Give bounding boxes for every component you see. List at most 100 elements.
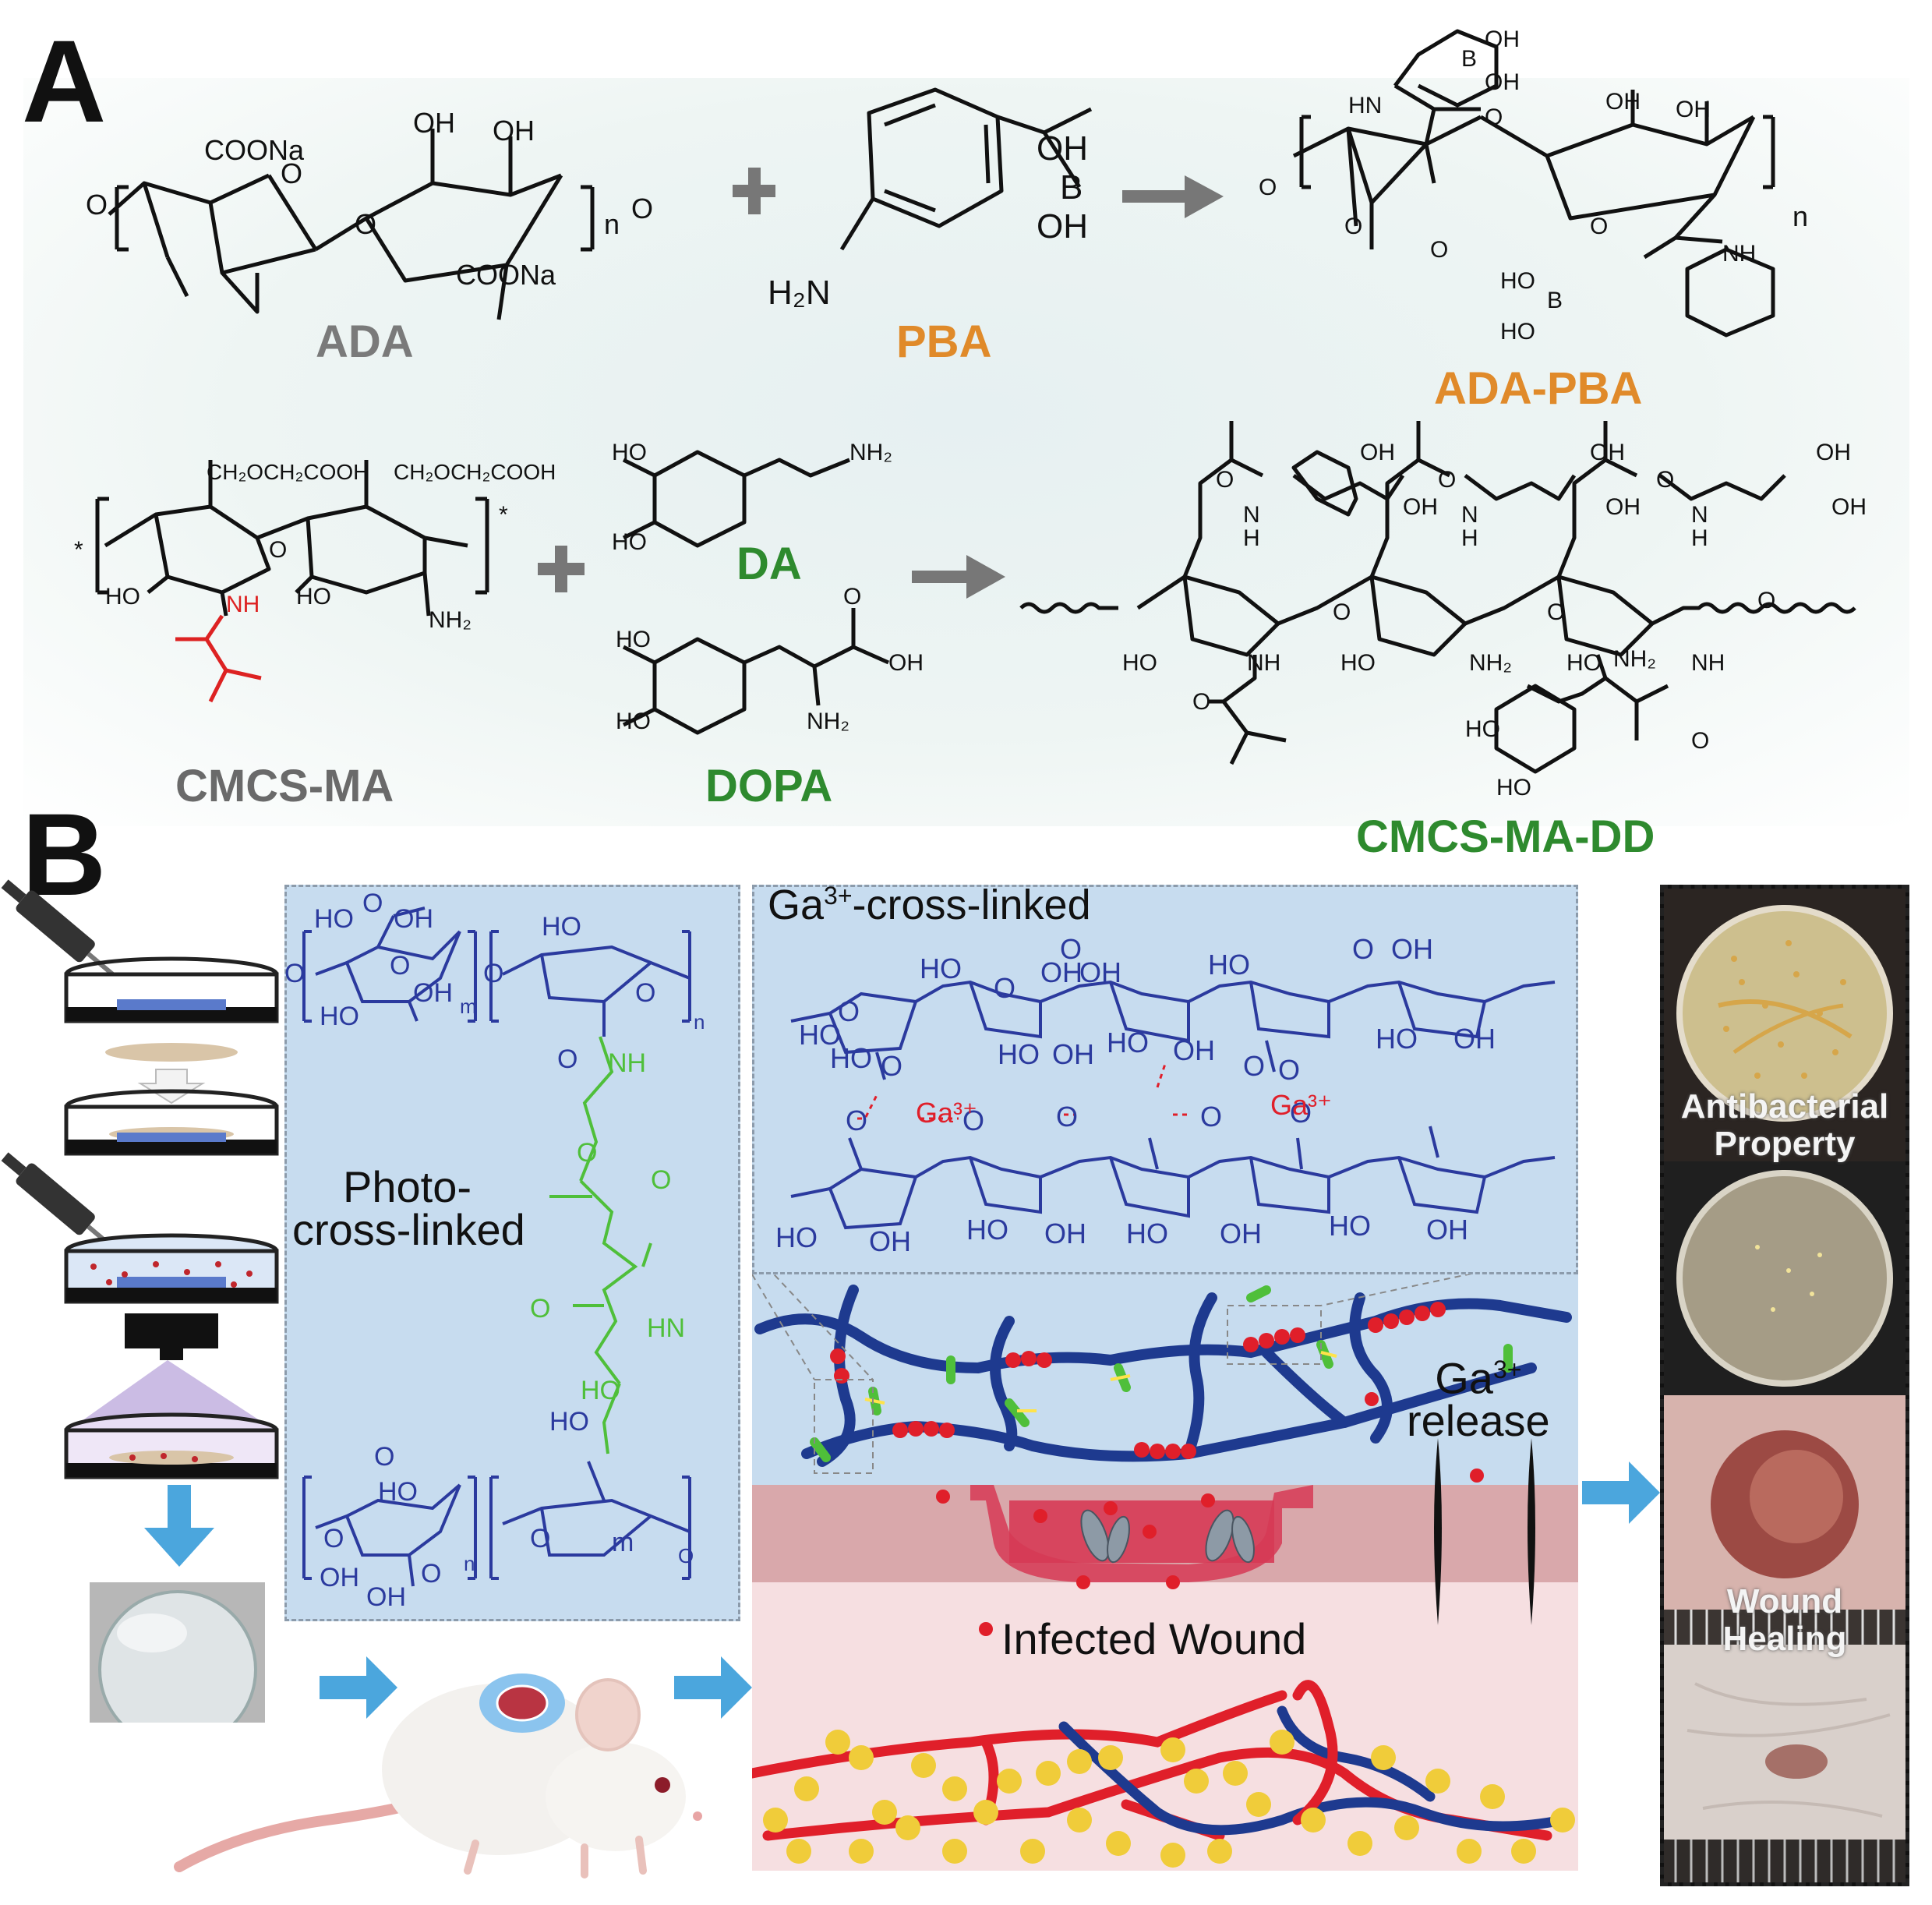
dd-label-o-5: O xyxy=(1547,599,1565,625)
photo-label-o-8: O xyxy=(651,1165,671,1195)
dd-label-oh-2: OH xyxy=(1403,494,1438,520)
photo-label-o-3: O xyxy=(284,959,305,988)
hair-icon xyxy=(1528,1438,1535,1625)
dd-label-ho-5: HO xyxy=(1496,775,1531,801)
ada-label-coona-1: COONa xyxy=(204,134,305,166)
dd-label-n-3: N xyxy=(1691,502,1708,528)
ga-label-o-2: O xyxy=(1352,933,1374,965)
right-arrow-icon xyxy=(1582,1461,1660,1524)
cmcs-ma-dd-structure xyxy=(1019,421,1856,774)
ga-label-o-1: O xyxy=(1060,933,1082,965)
ga-release-label: Ga3+ release xyxy=(1407,1348,1550,1442)
hair-icon xyxy=(1434,1438,1442,1625)
dd-label-nh2-1: NH₂ xyxy=(1469,650,1512,676)
ga-label-o-3: O xyxy=(838,995,860,1027)
ga-title-element: Ga xyxy=(768,882,825,928)
ga-title-rest: -cross-linked xyxy=(852,882,1091,928)
dopa-label-o: O xyxy=(843,584,861,610)
adapba-label-o-4: O xyxy=(1344,214,1362,239)
pba-label-b: B xyxy=(1060,168,1083,207)
ga-label-ho-7: HO xyxy=(1376,1023,1418,1055)
dd-label-ho-4: HO xyxy=(1465,716,1500,742)
ga-label-ho-2: HO xyxy=(1208,949,1250,981)
ga-label-oh-4: OH xyxy=(1052,1038,1094,1070)
dd-label-oh-4: OH xyxy=(1605,494,1641,520)
ga-label-o-4: O xyxy=(994,972,1015,1004)
cmcs-label-nh2: NH₂ xyxy=(429,607,472,633)
ga-label-o-11: O xyxy=(1200,1101,1222,1133)
ga-label-o-7: O xyxy=(1278,1054,1300,1086)
photo-label-o-4: O xyxy=(483,959,503,988)
ga-label-oh-1: OH xyxy=(1079,956,1121,988)
photo-label-n-2: O xyxy=(678,1544,694,1567)
pba-name: PBA xyxy=(896,316,992,367)
hydrogel-network-scene xyxy=(752,1274,1575,1868)
mouse-illustration xyxy=(174,1674,702,1878)
ada-label-coona-2: COONa xyxy=(456,259,556,291)
right-arrow-icon xyxy=(674,1656,752,1719)
ga-label-ho-1: HO xyxy=(920,952,962,984)
cmcs-ma-name: CMCS-MA xyxy=(175,761,394,811)
dd-label-ho-2: HO xyxy=(1340,650,1376,676)
ga-label-oh-3: OH xyxy=(1040,956,1083,988)
photo-label-oh-2: OH xyxy=(413,978,453,1008)
photo-label-oh-1: OH xyxy=(394,904,433,934)
dopa-label-ho-2: HO xyxy=(616,709,651,734)
panel-a-letter: A xyxy=(22,16,107,147)
adapba-label-oh-4: OH xyxy=(1676,97,1711,122)
photo-label-o-7: O xyxy=(577,1138,597,1168)
ga-label-oh-8: OH xyxy=(1044,1218,1086,1249)
ga-crosslinked-title: Ga3+-cross-linked xyxy=(768,881,1091,929)
dd-label-o-7: O xyxy=(1691,728,1709,754)
uv-lamp-icon xyxy=(125,1313,218,1348)
photo-label-ho-1: HO xyxy=(314,904,354,934)
adapba-label-b-2: B xyxy=(1547,288,1563,313)
dd-label-o-1: O xyxy=(1216,467,1234,493)
photo-label-m-2: n xyxy=(464,1552,475,1575)
adapba-label-hn: HN xyxy=(1348,93,1382,118)
photo-label-o-12: HO xyxy=(378,1477,418,1507)
da-label-ho-1: HO xyxy=(612,440,647,465)
ga-label-ho-4: HO xyxy=(830,1042,872,1074)
ga-label-o-6: O xyxy=(1243,1050,1265,1082)
ada-label-o-4: O xyxy=(631,193,653,224)
ga-label-oh-7: OH xyxy=(869,1225,911,1257)
ga-label-ho-6: HO xyxy=(1107,1027,1149,1059)
ga-label-o-8: O xyxy=(846,1104,867,1136)
dopa-structure xyxy=(622,608,890,735)
ga-label-oh-5: OH xyxy=(1173,1034,1215,1066)
ada-pba-name: ADA-PBA xyxy=(1434,363,1643,414)
ga-label-ho-8: HO xyxy=(775,1221,818,1253)
adapba-label-b-1: B xyxy=(1461,46,1477,72)
adapba-label-ho-2: HO xyxy=(1500,319,1535,345)
photo-label-oh-4: m xyxy=(612,1528,634,1557)
panel-a: A xyxy=(0,0,1932,862)
ada-label-n: n xyxy=(604,208,620,240)
ada-pba-structure xyxy=(1292,29,1775,338)
cmcs-label-ch2-1: CH₂OCH₂COOH xyxy=(207,460,369,484)
film-disc xyxy=(105,1043,238,1062)
adapba-label-oh-2: OH xyxy=(1485,69,1520,95)
photo-label-ho-2: HO xyxy=(320,1002,359,1031)
dd-label-o-6: O xyxy=(1192,689,1210,715)
photo-label-ho-5: O xyxy=(323,1524,344,1553)
ga-label-oh-9: OH xyxy=(1220,1218,1262,1249)
dd-label-ho-1: HO xyxy=(1122,650,1157,676)
dopa-name: DOPA xyxy=(705,761,833,811)
adapba-label-nh: NH xyxy=(1722,241,1756,267)
ga-ion-label-2: Ga³⁺ xyxy=(1270,1089,1332,1121)
fabrication-workflow xyxy=(1,879,279,1723)
adapba-label-ho-1: HO xyxy=(1500,268,1535,294)
panel-a-atom-labels: COONa OH OH COONa O O O O n OH B OH H₂N … xyxy=(74,27,1867,801)
adapba-label-o-1: O xyxy=(1485,104,1503,130)
ga-label-oh-2: OH xyxy=(1391,933,1433,965)
photo-label-o-5: O xyxy=(635,978,655,1008)
adapba-label-oh-1: OH xyxy=(1485,27,1520,52)
ada-structure xyxy=(108,129,595,320)
photo-label-oh-3: O xyxy=(421,1559,441,1589)
photo-label-ho-4: O xyxy=(374,1442,394,1472)
adapba-label-n: n xyxy=(1792,200,1808,232)
ada-label-oh-2: OH xyxy=(493,115,535,147)
antibacterial-label-2: Property xyxy=(1714,1125,1856,1163)
antibacterial-label-1: Antibacterial xyxy=(1680,1087,1889,1126)
